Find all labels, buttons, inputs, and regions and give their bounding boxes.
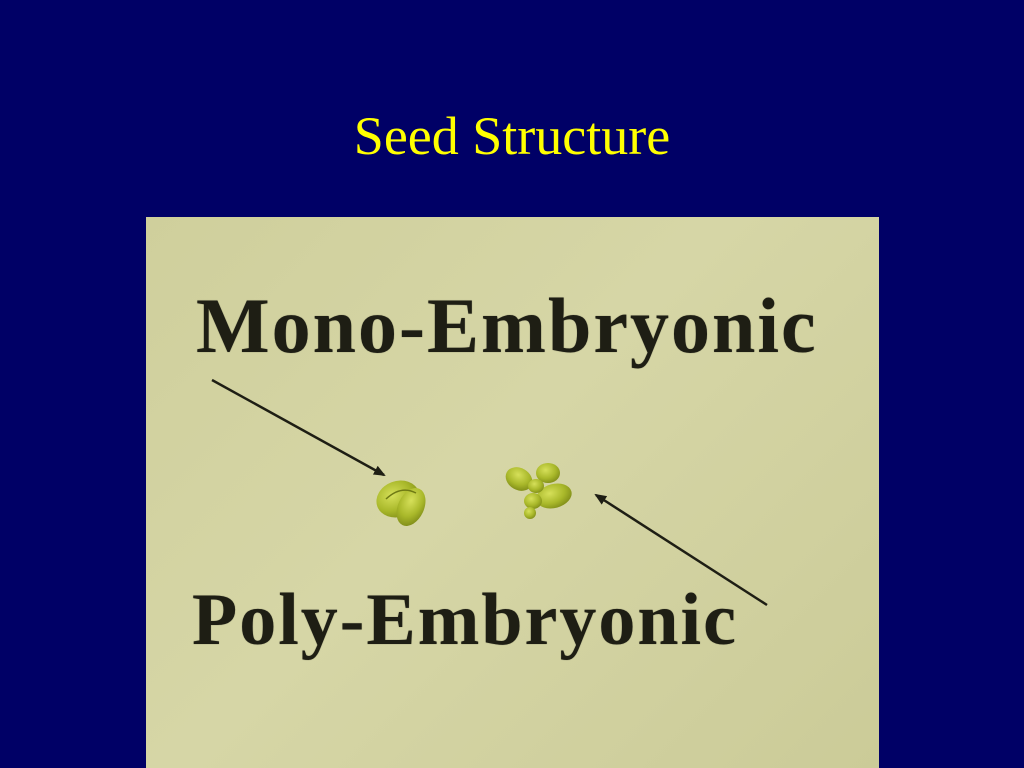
mono-embryonic-label: Mono-Embryonic	[196, 282, 818, 369]
poly-embryonic-label: Poly-Embryonic	[192, 579, 738, 661]
arrow-mono	[211, 378, 386, 477]
poly-embryonic-seed	[505, 463, 572, 519]
photo-illustration	[211, 378, 768, 607]
seed-photo: Mono-Embryonic Poly-Embryonic	[146, 217, 879, 768]
arrow-poly	[594, 493, 768, 607]
slide-title: Seed Structure	[353, 106, 671, 166]
mono-embryonic-seed	[376, 480, 426, 526]
